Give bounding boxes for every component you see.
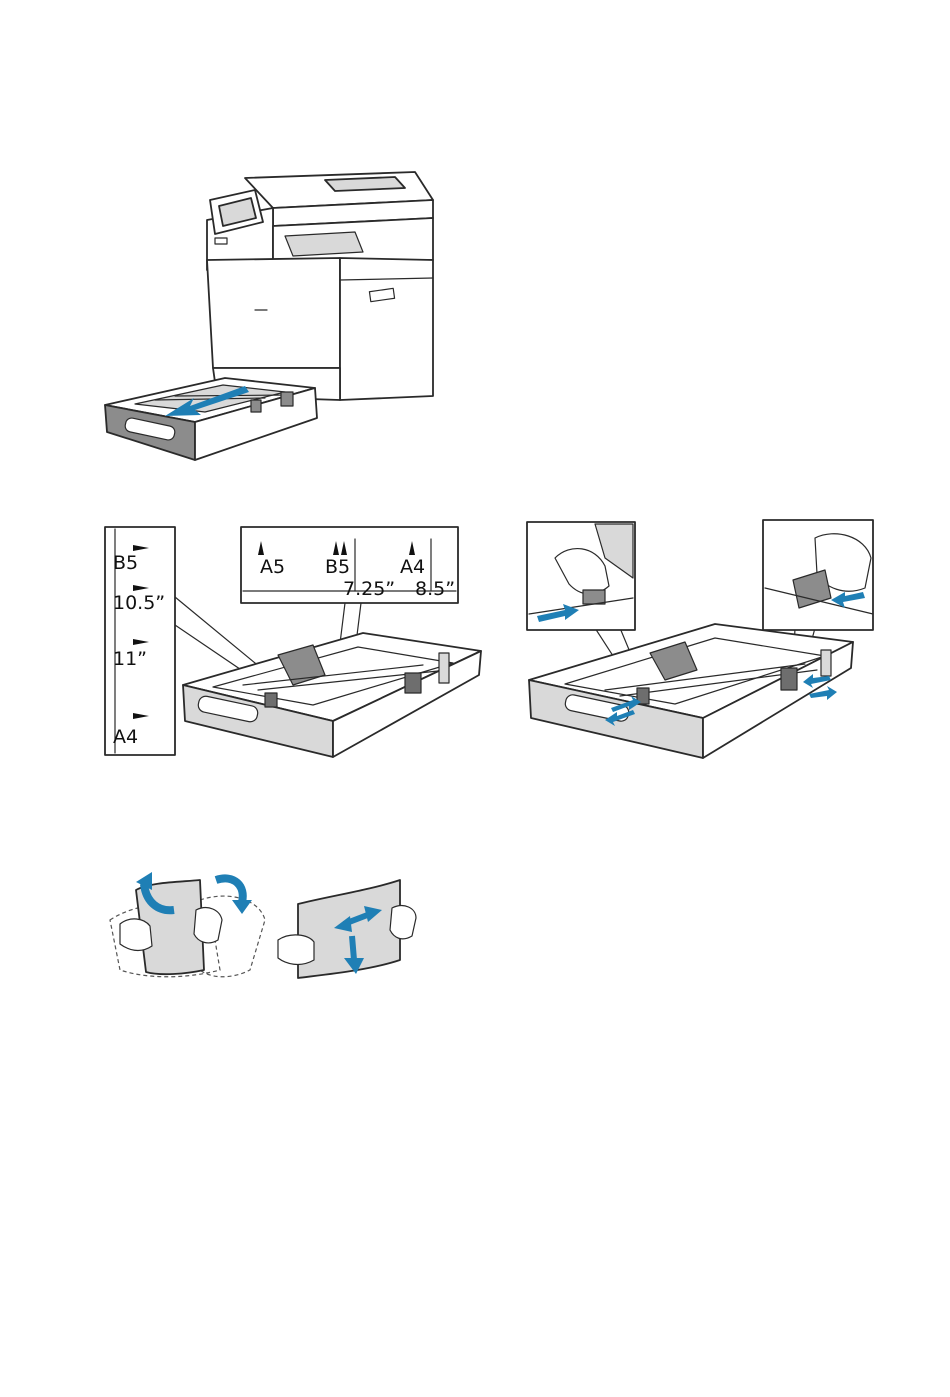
scale-top-label: A5	[260, 556, 285, 578]
scale-inch-label: 8.5”	[415, 578, 455, 600]
scale-inch-label: 7.25”	[343, 578, 395, 600]
figure-printer-tray-open	[95, 160, 445, 470]
scale-top-label: A4	[400, 556, 425, 578]
scale-side-label: 11”	[113, 648, 147, 670]
scale-side-label: 10.5”	[113, 592, 165, 614]
figure-tray-size-scales: B5 10.5” 11” A4 A5 B5 A4 7.25” 8.5”	[103, 525, 483, 760]
scale-top-label: B5	[325, 556, 350, 578]
scale-side-label: A4	[113, 726, 138, 748]
scale-side-label: B5	[113, 552, 138, 574]
figure-adjust-guides	[525, 518, 885, 763]
figure-fan-paper	[100, 860, 420, 990]
